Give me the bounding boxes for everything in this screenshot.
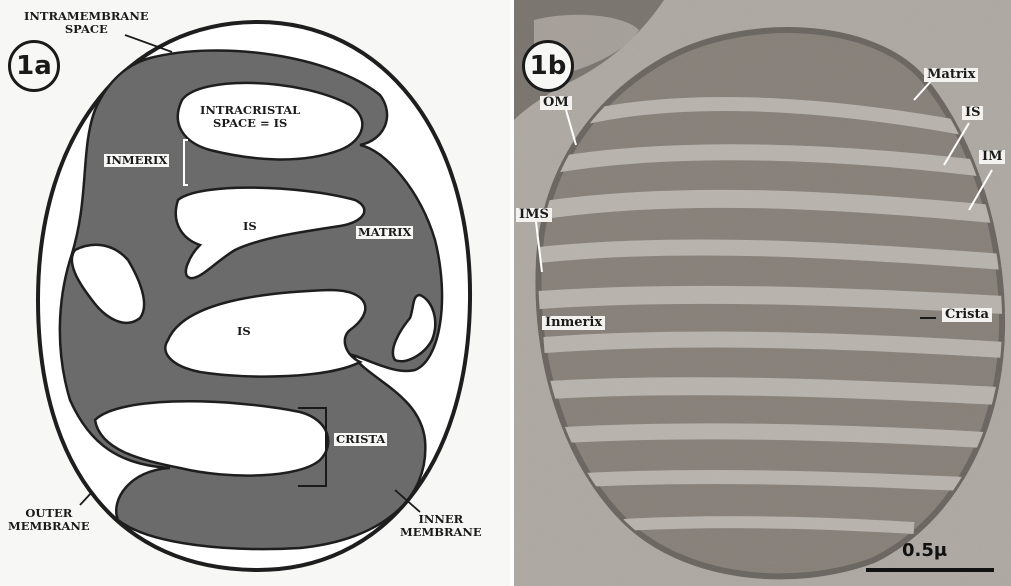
label-inner-membrane: INNER MEMBRANE <box>400 513 482 538</box>
label-im: IM <box>979 150 1005 164</box>
label-crista: CRISTA <box>334 433 387 446</box>
label-inmerix: INMERIX <box>104 154 169 167</box>
panel-1a-badge: 1a <box>8 40 60 92</box>
label-om: OM <box>540 96 572 110</box>
scale-bar-label: 0.5μ <box>902 540 947 561</box>
label-intracristal-space: INTRACRISTAL SPACE = IS <box>200 104 300 129</box>
label-matrix-b: Matrix <box>924 68 978 82</box>
mitochondrion-schematic <box>0 0 510 586</box>
label-ims: IMS <box>516 208 552 222</box>
label-is-b: IS <box>962 106 983 120</box>
label-matrix: MATRIX <box>356 226 413 239</box>
label-is-2: IS <box>237 325 251 338</box>
panel-1b-badge: 1b <box>522 40 574 92</box>
electron-micrograph <box>514 0 1011 586</box>
label-inmerix-b: Inmerix <box>542 316 605 330</box>
label-is-1: IS <box>243 220 257 233</box>
label-outer-membrane: OUTER MEMBRANE <box>8 507 90 532</box>
panel-1a-schematic: 1a INTRAMEMBRANE SPACE INTRACRISTAL SPAC… <box>0 0 510 586</box>
panel-1b-micrograph: 1b OM Matrix IS IM IMS Inmerix Crista 0.… <box>514 0 1011 586</box>
label-intermembrane-space: INTRAMEMBRANE SPACE <box>24 10 149 35</box>
label-crista-b: Crista <box>942 308 992 322</box>
